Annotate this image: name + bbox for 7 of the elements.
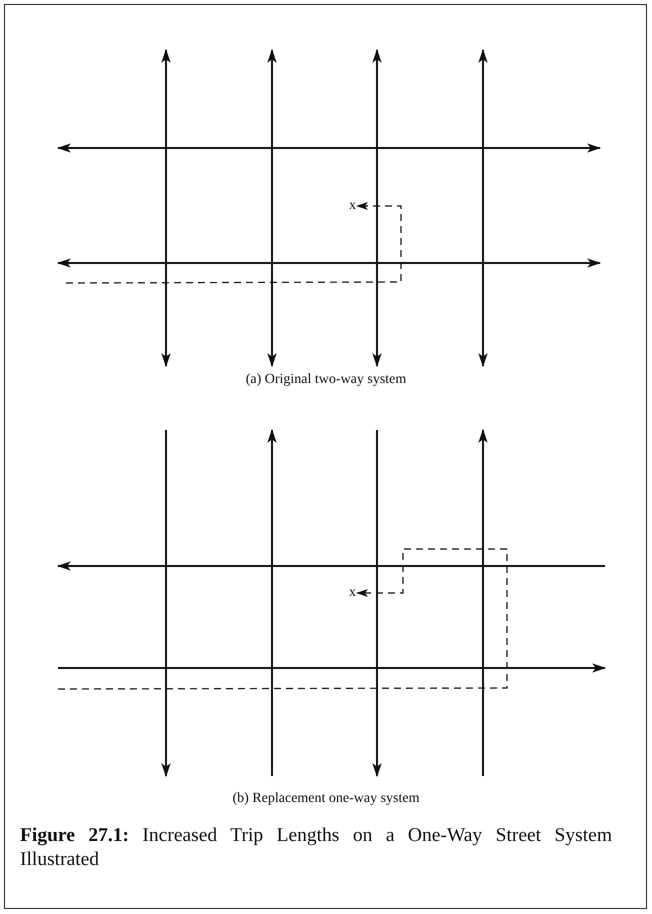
- panel-caption: (a) Original two-way system: [246, 372, 406, 388]
- figure-caption: Figure 27.1: Increased Trip Lengths on a One-Way Street System Illustrated: [20, 824, 612, 872]
- trip-end-marker: x: [349, 199, 356, 213]
- trip-route-arrow: [58, 548, 508, 690]
- panel-caption: (b) Replacement one-way system: [232, 791, 420, 807]
- trip-route-arrow: [66, 202, 402, 284]
- trip-end-marker: x: [349, 586, 356, 600]
